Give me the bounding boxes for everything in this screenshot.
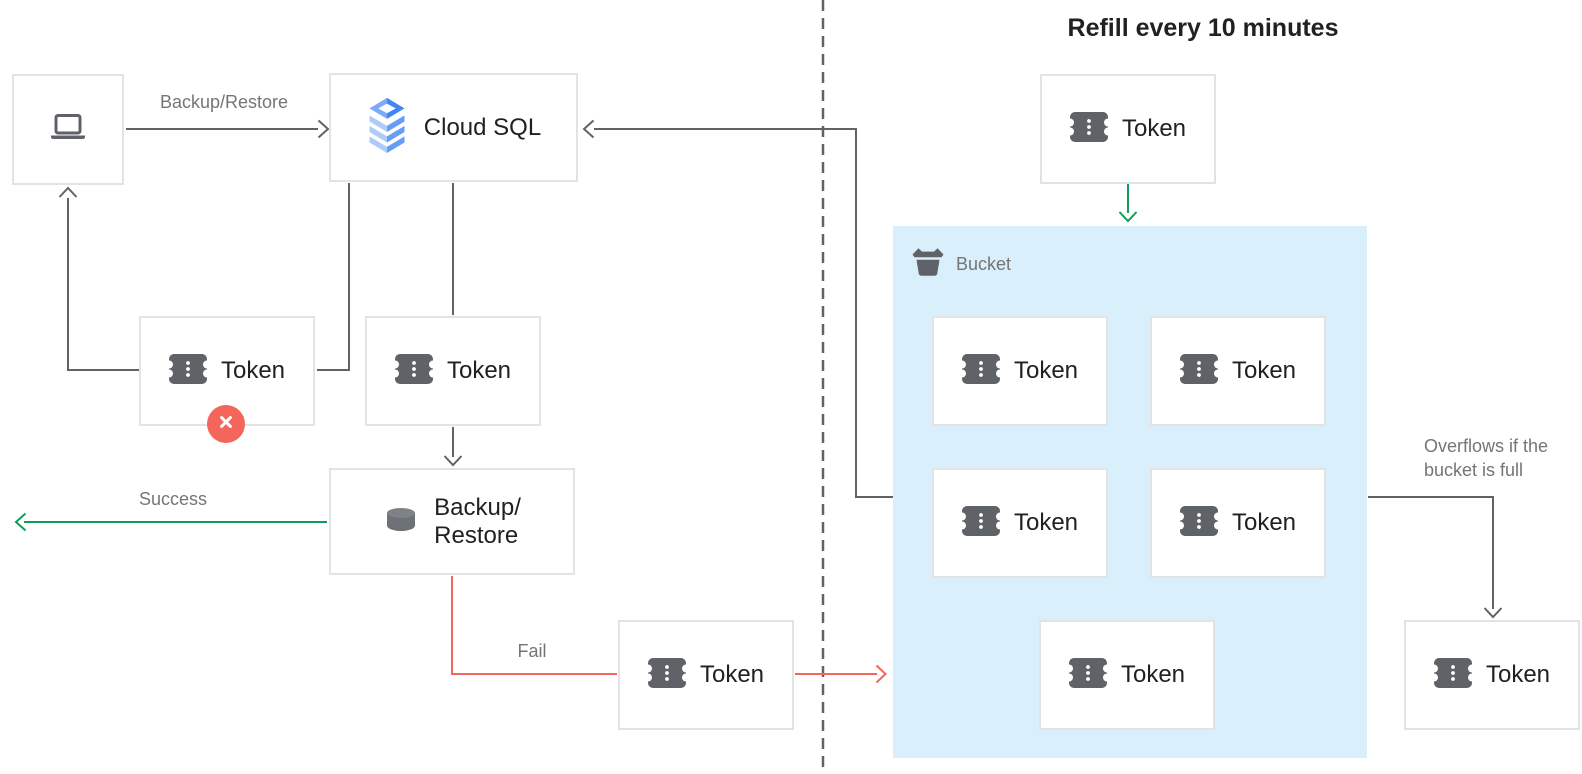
token-icon [1179,353,1218,389]
arrow-token-to-client [58,186,139,371]
token-icon [961,353,1000,389]
arrow-token-to-backup-restore [443,427,463,467]
arrow-fail [451,576,887,684]
token-icon [168,353,207,389]
token-icon [1069,111,1108,147]
token-label: Token [446,357,512,384]
token-label: Token [1120,661,1186,688]
arrow-success [14,512,327,532]
token-node-overflow: Token [1404,620,1580,730]
token-node-cloudsql: Token [365,316,541,426]
x-icon [216,412,236,437]
token-icon [647,657,686,693]
token-label: Token [220,357,286,384]
token-label: Token [1485,661,1551,688]
backup-restore-line2: Restore [434,521,519,549]
database-icon [383,506,419,538]
token-label: Token [1121,115,1187,142]
backup-restore-label: Backup/ Restore [434,494,521,550]
token-node-rejected: Token [139,316,315,426]
arrow-request [126,119,330,139]
bucket-label: Bucket [956,253,1012,274]
cloud-sql-node: Cloud SQL [329,73,578,182]
token-node-bucket-5: Token [1039,620,1215,730]
laptop-icon [49,113,87,146]
edge-label-fail: Fail [517,641,547,661]
token-node-bucket-3: Token [932,468,1108,578]
edge-label-request: Backup/Restore [159,92,289,112]
backup-restore-line1: Backup/ [434,493,521,521]
backup-restore-node: Backup/ Restore [329,468,575,575]
edge-label-success: Success [138,489,208,509]
bucket-icon [911,246,945,282]
token-node-fail: Token [618,620,794,730]
token-label: Token [1231,357,1297,384]
token-node-bucket-2: Token [1150,316,1326,426]
token-icon [1068,657,1107,693]
token-label: Token [699,661,765,688]
error-badge [207,405,245,443]
token-label: Token [1231,509,1297,536]
cloud-sql-icon [366,96,408,159]
refill-title: Refill every 10 minutes [1067,14,1339,42]
arrow-refill [1118,184,1138,223]
cloud-sql-label: Cloud SQL [423,113,542,141]
connector-cloudsql-to-rejected-token [317,183,350,371]
token-icon [394,353,433,389]
token-label: Token [1013,357,1079,384]
arrow-bucket-to-cloudsql [582,119,893,498]
token-node-refill: Token [1040,74,1216,184]
overflow-label: Overflows if the bucket is full [1424,436,1549,480]
token-node-bucket-1: Token [932,316,1108,426]
token-label: Token [1013,509,1079,536]
token-icon [961,505,1000,541]
client-node [12,74,124,185]
token-icon [1179,505,1218,541]
token-icon [1433,657,1472,693]
arrow-overflow [1368,496,1503,619]
bucket-header: Bucket [911,246,1011,282]
token-node-bucket-4: Token [1150,468,1326,578]
